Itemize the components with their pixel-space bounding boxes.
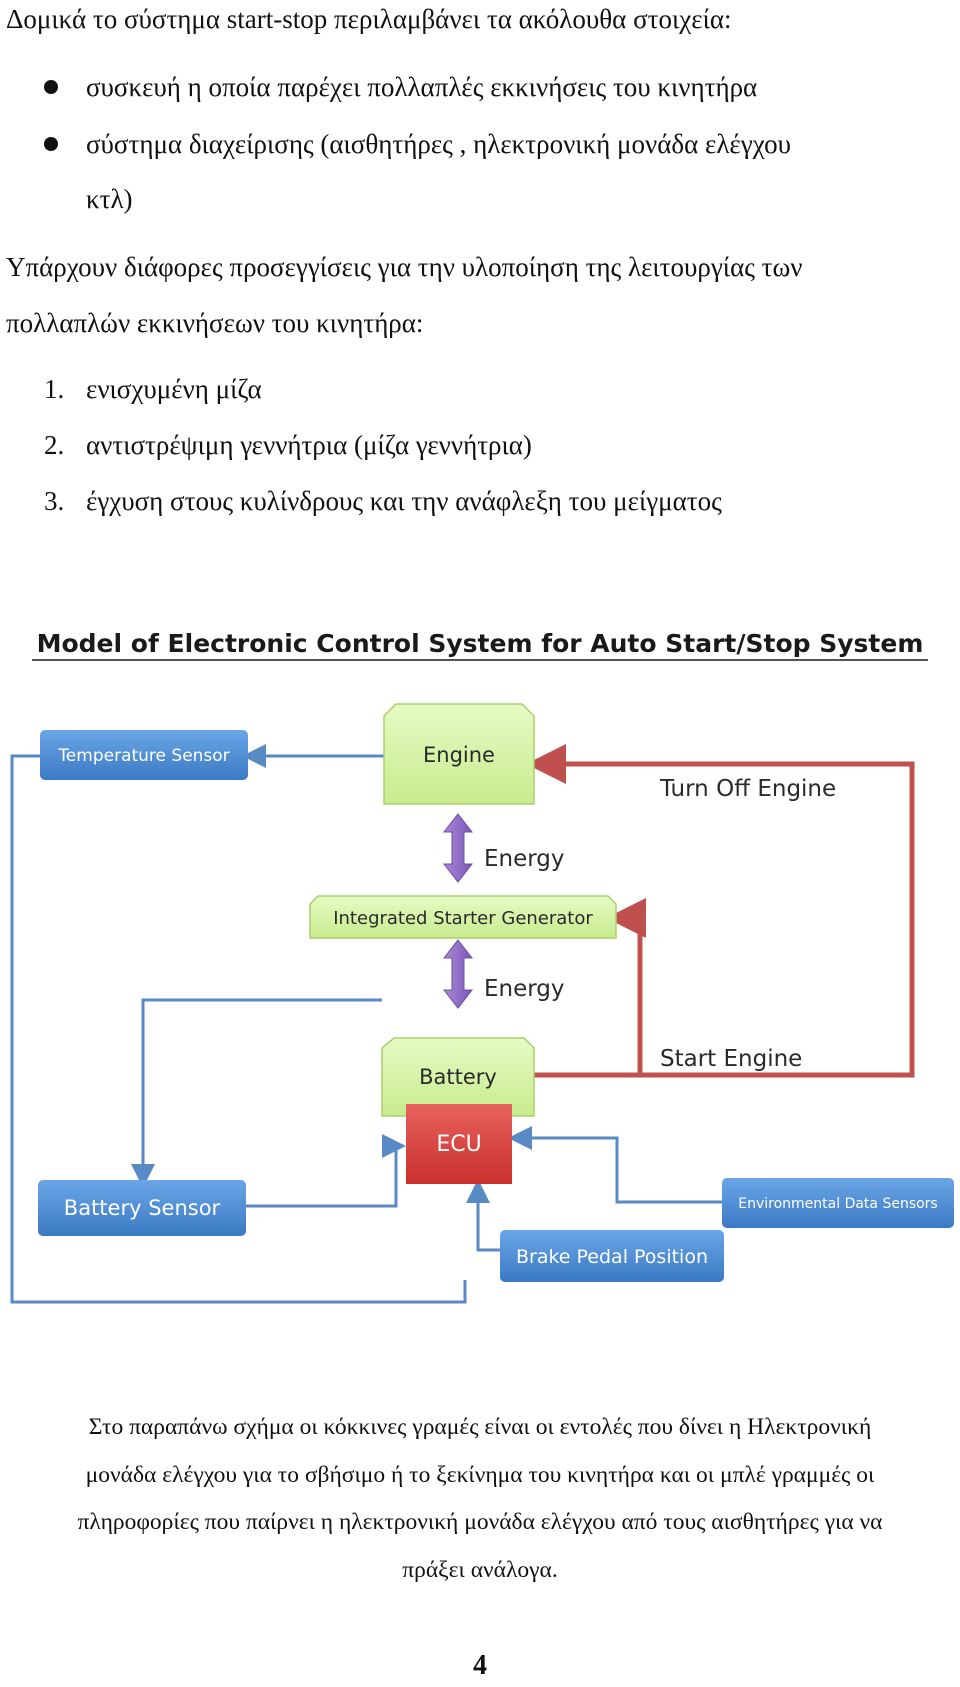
ecu-label: ECU: [436, 1132, 481, 1157]
isg-label: Integrated Starter Generator: [333, 908, 593, 929]
list-number: 2.: [44, 430, 65, 460]
environmental-sensors-box: Environmental Data Sensors: [722, 1178, 954, 1228]
page-number: 4: [473, 1650, 487, 1681]
energy-label-bottom: Energy: [484, 976, 565, 1002]
list-item: ενισχυμένη μίζα: [86, 374, 262, 404]
brake-pedal-label: Brake Pedal Position: [516, 1246, 708, 1268]
isg-box: Integrated Starter Generator: [309, 895, 617, 939]
engine-label: Engine: [423, 743, 495, 767]
battery-box: Battery: [381, 1037, 535, 1117]
list-number: 3.: [44, 486, 65, 516]
battery-label: Battery: [419, 1065, 497, 1089]
list-item: έγχυση στους κυλίνδρους και την ανάφλεξη…: [86, 486, 722, 516]
approaches-text: πολλαπλών εκκινήσεων του κινητήρα:: [6, 308, 424, 338]
battery-sensor-label: Battery Sensor: [64, 1196, 221, 1220]
temperature-sensor-label: Temperature Sensor: [57, 746, 229, 766]
list-number: 1.: [44, 374, 65, 404]
bullet-item: σύστημα διαχείρισης (αισθητήρες , ηλεκτρ…: [86, 129, 791, 159]
bullet-marker: [44, 137, 58, 151]
bullet-item-continuation: κτλ): [86, 184, 133, 214]
caption-line: Στο παραπάνω σχήμα οι κόκκινες γραμές εί…: [88, 1414, 872, 1440]
ecu-box: ECU: [406, 1104, 512, 1184]
brake-pedal-box: Brake Pedal Position: [500, 1230, 724, 1282]
temperature-sensor-box: Temperature Sensor: [40, 730, 248, 780]
start-stop-diagram: Model of Electronic Control System for A…: [10, 629, 954, 1304]
diagram-title: Model of Electronic Control System for A…: [37, 629, 924, 658]
caption-line: μονάδα ελέγχου για το σβήσιμο ή το ξεκίν…: [85, 1462, 875, 1488]
start-engine-label: Start Engine: [660, 1046, 802, 1072]
bullet-item: συσκευή η οποία παρέχει πολλαπλές εκκινή…: [86, 72, 758, 102]
blue-info-lines: [10, 744, 722, 1304]
energy-arrow-bottom: [442, 939, 474, 1009]
energy-arrows: [442, 813, 474, 1009]
approaches-text: Υπάρχουν διάφορες προσεγγίσεις για την υ…: [6, 252, 803, 282]
energy-arrow-top: [442, 813, 474, 883]
bullet-marker: [44, 80, 58, 94]
battery-sensor-box: Battery Sensor: [38, 1180, 246, 1236]
environmental-sensors-label: Environmental Data Sensors: [738, 1196, 937, 1212]
caption-line: πληροφορίες που παίρνει η ηλεκτρονική μο…: [77, 1509, 883, 1535]
caption-line: πράξει ανάλογα.: [402, 1557, 558, 1583]
list-item: αντιστρέψιμη γεννήτρια (μίζα γεννήτρια): [86, 430, 532, 460]
engine-box: Engine: [383, 703, 535, 805]
energy-label-top: Energy: [484, 846, 565, 872]
turn-off-engine-label: Turn Off Engine: [659, 776, 836, 802]
intro-text: Δομικά το σύστημα start-stop περιλαμβάνε…: [6, 4, 732, 34]
